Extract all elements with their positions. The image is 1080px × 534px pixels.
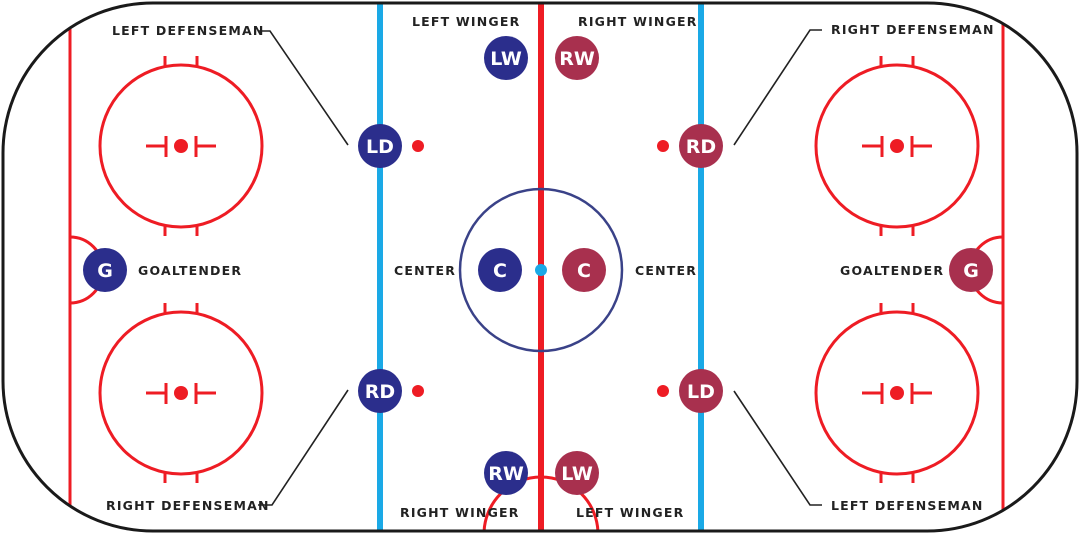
label-bottom-right-defenseman: LEFT DEFENSEMAN — [831, 498, 984, 513]
leader-line-top-left — [258, 30, 349, 146]
player-badge-label: G — [963, 260, 979, 282]
player-badge-label: LW — [490, 48, 522, 70]
neutral-dot-top-left — [412, 140, 424, 152]
player-badge-label: C — [493, 260, 507, 282]
player-badge-label: C — [577, 260, 591, 282]
player-badge-label: RW — [559, 48, 595, 70]
home-player-g[interactable]: G — [83, 248, 127, 292]
label-right-goaltender: GOALTENDER — [840, 263, 944, 278]
away-player-lw[interactable]: LW — [555, 451, 599, 495]
center-ice-dot — [535, 264, 547, 276]
center-ice-circle — [458, 187, 624, 353]
player-badge-label: RD — [686, 136, 716, 158]
label-top-left-winger: LEFT WINGER — [412, 14, 520, 29]
home-player-rw[interactable]: RW — [484, 451, 528, 495]
faceoff-circle-bottom-right — [814, 303, 980, 483]
faceoff-circle-top-left — [98, 56, 264, 236]
label-bottom-left-defenseman: RIGHT DEFENSEMAN — [106, 498, 270, 513]
leader-line-bottom-left — [258, 389, 349, 506]
away-player-rw[interactable]: RW — [555, 36, 599, 80]
leader-line-top-right — [733, 29, 822, 146]
away-player-g[interactable]: G — [949, 248, 993, 292]
label-bottom-left-winger: RIGHT WINGER — [400, 505, 520, 520]
player-badge-label: LD — [366, 136, 394, 158]
label-left-goaltender: GOALTENDER — [138, 263, 242, 278]
player-badge-label: LW — [561, 463, 593, 485]
label-top-left-defenseman: LEFT DEFENSEMAN — [112, 23, 265, 38]
away-player-c[interactable]: C — [562, 248, 606, 292]
label-left-center: CENTER — [394, 263, 456, 278]
player-badge-label: RD — [365, 381, 395, 403]
neutral-dot-bottom-right — [657, 385, 669, 397]
away-player-ld[interactable]: LD — [679, 369, 723, 413]
leader-line-bottom-right — [733, 390, 822, 506]
home-player-ld[interactable]: LD — [358, 124, 402, 168]
neutral-dot-top-right — [657, 140, 669, 152]
home-player-lw[interactable]: LW — [484, 36, 528, 80]
label-top-right-winger: RIGHT WINGER — [578, 14, 698, 29]
neutral-dot-bottom-left — [412, 385, 424, 397]
label-bottom-right-winger: LEFT WINGER — [576, 505, 684, 520]
faceoff-circle-bottom-left — [98, 303, 264, 483]
away-player-rd[interactable]: RD — [679, 124, 723, 168]
player-badge-label: RW — [488, 463, 524, 485]
faceoff-circle-top-right — [814, 56, 980, 236]
home-player-c[interactable]: C — [478, 248, 522, 292]
player-badge-label: LD — [687, 381, 715, 403]
referee-crease — [482, 475, 600, 531]
label-top-right-defenseman: RIGHT DEFENSEMAN — [831, 22, 995, 37]
player-badge-label: G — [97, 260, 113, 282]
home-player-rd[interactable]: RD — [358, 369, 402, 413]
label-right-center: CENTER — [635, 263, 697, 278]
